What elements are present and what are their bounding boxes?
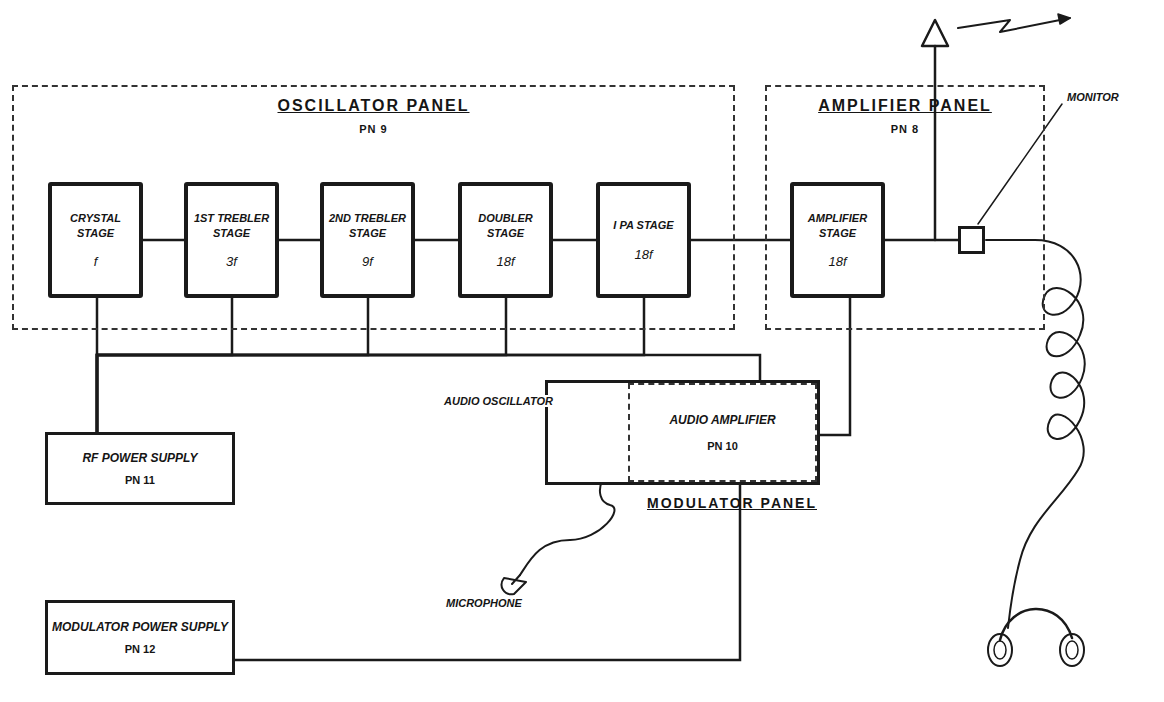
- wire-connector: [97, 298, 368, 432]
- earphone: [1060, 634, 1084, 666]
- panel-title: MODULATOR PANEL: [647, 495, 817, 511]
- stage-box: CRYSTAL STAGE f: [48, 182, 143, 298]
- antenna-mast: [934, 46, 937, 240]
- wire-line: [235, 485, 740, 660]
- stage-name: DOUBLER STAGE: [466, 211, 546, 240]
- part-number: PN 8: [767, 123, 1043, 135]
- wire-connector: [97, 298, 506, 432]
- power-supply-box: RF POWER SUPPLY PN 11: [45, 432, 235, 505]
- wire-connector: [143, 240, 184, 241]
- wire-line: [97, 298, 232, 432]
- callout-label: AUDIO OSCILLATOR: [442, 395, 555, 407]
- unit-name: MODULATOR POWER SUPPLY: [52, 620, 228, 636]
- wire-line: [885, 239, 958, 242]
- earphone: [994, 641, 1006, 659]
- wire-line: [97, 298, 368, 432]
- part-number: PN 9: [14, 123, 733, 135]
- callout-label: MONITOR: [1065, 91, 1121, 103]
- stage-box: 1ST TREBLER STAGE 3f: [184, 182, 279, 298]
- frequency-label: f: [94, 254, 98, 269]
- callout-label: MICROPHONE: [444, 597, 524, 609]
- panel-box: MODULATOR PANELAUDIO AMPLIFIERPN 10: [545, 380, 820, 485]
- stage-box: 2ND TREBLER STAGE 9f: [320, 182, 415, 298]
- wire-connector: [415, 240, 458, 241]
- part-number: PN 10: [707, 440, 738, 452]
- panel-title: OSCILLATOR PANEL: [14, 97, 733, 115]
- antenna-symbol: [922, 20, 948, 46]
- radiation-symbol: [958, 18, 1070, 32]
- stage-name: CRYSTAL STAGE: [56, 211, 136, 240]
- wire-line: [817, 298, 850, 435]
- headband: [1000, 609, 1072, 640]
- wire-connector: [817, 298, 850, 435]
- frequency-label: 9f: [362, 254, 373, 269]
- microphone-symbol: [502, 575, 526, 594]
- radiation-arrowhead: [1058, 14, 1070, 24]
- unit-name: RF POWER SUPPLY: [82, 451, 197, 467]
- frequency-label: 3f: [226, 254, 237, 269]
- wire-connector: [553, 240, 596, 241]
- stage-box: DOUBLER STAGE 18f: [458, 182, 553, 298]
- stage-name: 2ND TREBLER STAGE: [328, 211, 408, 240]
- unit-name: AUDIO AMPLIFIER: [669, 413, 775, 429]
- power-supply-box: MODULATOR POWER SUPPLY PN 12: [45, 600, 235, 675]
- stage-box: I PA STAGE 18f: [596, 182, 691, 298]
- frequency-label: 18f: [496, 254, 514, 269]
- wire-line: [691, 239, 790, 242]
- wire-line: [279, 239, 320, 242]
- part-number: PN 12: [125, 643, 156, 655]
- frequency-label: 18f: [828, 254, 846, 269]
- leader-line: [978, 104, 1062, 224]
- amplifier-region: AUDIO AMPLIFIER PN 10: [628, 383, 817, 482]
- wire-connector: [885, 240, 958, 241]
- stage-name: AMPLIFIER STAGE: [798, 211, 878, 240]
- wire-line: [415, 239, 458, 242]
- wire-line: [143, 239, 184, 242]
- panel-title: AMPLIFIER PANEL: [767, 97, 1043, 115]
- wire-line: [553, 239, 596, 242]
- wire-connector: [97, 298, 232, 432]
- part-number: PN 11: [125, 474, 155, 486]
- stage-box: AMPLIFIER STAGE 18f: [790, 182, 885, 298]
- headphone-cord: [986, 240, 1085, 628]
- wire-connector: [691, 240, 790, 241]
- stage-name: 1ST TREBLER STAGE: [192, 211, 272, 240]
- wire-line: [97, 298, 506, 432]
- monitor-box: MONITOR: [958, 226, 985, 254]
- earphone: [988, 634, 1012, 666]
- stage-name: I PA STAGE: [604, 218, 684, 232]
- frequency-label: 18f: [634, 247, 652, 262]
- earphone: [1066, 641, 1078, 659]
- wire-connector: [279, 240, 320, 241]
- panel-region: OSCILLATOR PANEL PN 9 CRYSTAL STAGE f 1ST TR…: [12, 85, 735, 330]
- panel-region: AMPLIFIER PANEL PN 8 AMPLIFIER STAGE 18f MON…: [765, 85, 1045, 330]
- wire-connector: [235, 485, 740, 660]
